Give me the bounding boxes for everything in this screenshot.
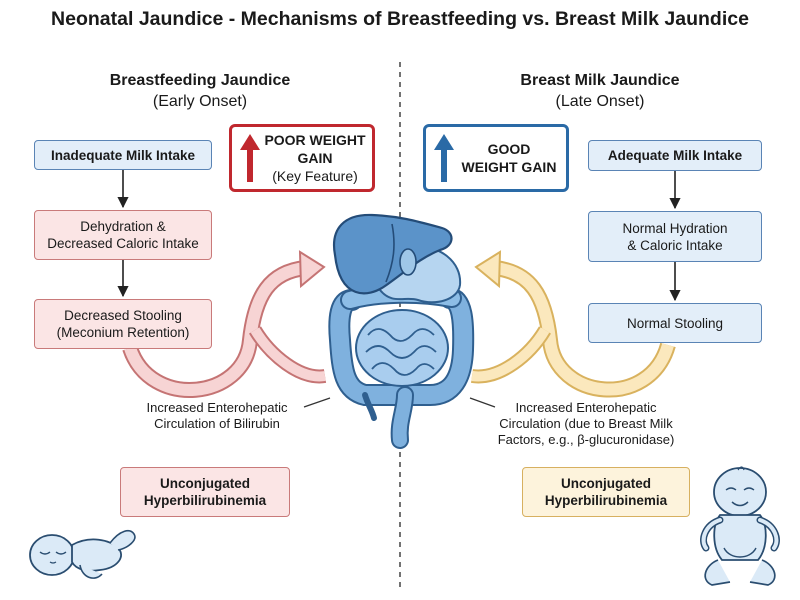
left-circulation-line1: Increased Enterohepatic [146, 400, 288, 415]
up-arrow-red-icon [240, 134, 260, 182]
left-step3-line1: Decreased Stooling [64, 308, 182, 323]
left-step-inadequate-milk-intake: Inadequate Milk Intake [34, 140, 212, 170]
right-circulation-line1: Increased Enterohepatic [515, 400, 657, 415]
left-callout-line1: POOR WEIGHT [264, 132, 366, 148]
right-step2-line1: Normal Hydration [622, 220, 728, 236]
right-heading: Breast Milk Jaundice [520, 72, 680, 89]
right-callout-good-weight-gain: GOOD WEIGHT GAIN [423, 124, 569, 192]
left-step2-line1: Dehydration & [80, 219, 166, 234]
sleeping-baby-icon [29, 529, 136, 579]
left-callout-line2: GAIN [297, 150, 333, 166]
left-label-leader [303, 397, 331, 408]
right-result-line2: Hyperbilirubinemia [544, 493, 668, 508]
right-step-adequate-milk-intake: Adequate Milk Intake [588, 140, 762, 171]
right-step2-line2: & Caloric Intake [627, 237, 723, 253]
left-callout-poor-weight-gain: POOR WEIGHT GAIN (Key Feature) [229, 124, 375, 192]
sitting-baby-icon [700, 466, 780, 586]
right-subheading: (Late Onset) [555, 93, 645, 110]
left-step2-line2: Decreased Caloric Intake [47, 236, 199, 251]
left-step3-line2: (Meconium Retention) [56, 325, 190, 340]
left-heading: Breastfeeding Jaundice [109, 72, 291, 89]
left-circulation-label: Increased Enterohepatic Circulation of B… [128, 400, 306, 432]
right-callout-line2: WEIGHT GAIN [461, 159, 557, 175]
left-subheading: (Early Onset) [152, 93, 248, 110]
left-column-heading: Breastfeeding Jaundice (Early Onset) [70, 70, 330, 112]
left-circulation-arrow [122, 250, 327, 398]
right-column-heading: Breast Milk Jaundice (Late Onset) [470, 70, 730, 112]
right-result-hyperbilirubinemia: Unconjugated Hyperbilirubinemia [522, 467, 690, 517]
left-step-decreased-stooling: Decreased Stooling (Meconium Retention) [34, 299, 212, 349]
right-step-normal-stooling: Normal Stooling [588, 303, 762, 343]
right-circulation-line2: Circulation (due to Breast Milk [499, 416, 673, 431]
left-result-hyperbilirubinemia: Unconjugated Hyperbilirubinemia [120, 467, 290, 517]
right-result-line1: Unconjugated [561, 476, 651, 491]
left-callout-line3: (Key Feature) [272, 168, 358, 184]
liver-intestine-illustration [328, 213, 475, 449]
page-title: Neonatal Jaundice - Mechanisms of Breast… [51, 8, 749, 30]
right-label-leader [469, 397, 496, 408]
left-circulation-line2: Circulation of Bilirubin [154, 416, 280, 431]
left-result-line2: Hyperbilirubinemia [143, 493, 267, 508]
right-circulation-line3: Factors, e.g., β-glucuronidase) [497, 432, 675, 447]
right-callout-line1: GOOD [487, 141, 531, 157]
up-arrow-blue-icon [434, 134, 454, 182]
right-circulation-arrow [471, 250, 676, 398]
right-circulation-label: Increased Enterohepatic Circulation (due… [470, 400, 702, 448]
left-step-dehydration: Dehydration & Decreased Caloric Intake [34, 210, 212, 260]
right-step-normal-hydration: Normal Hydration & Caloric Intake [588, 211, 762, 262]
left-result-line1: Unconjugated [160, 476, 250, 491]
